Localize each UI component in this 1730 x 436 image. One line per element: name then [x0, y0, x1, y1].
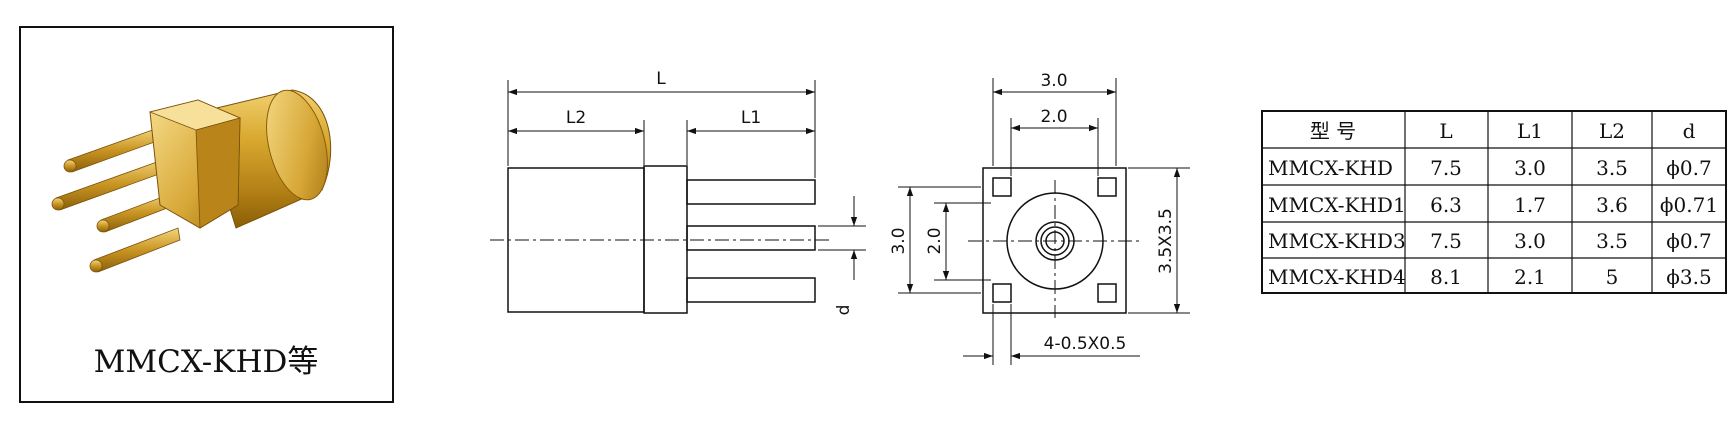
table-row: MMCX-KHD1 6.3 1.7 3.6 ϕ0.71: [1268, 193, 1718, 217]
header-L1: L1: [1517, 119, 1543, 143]
connector-photo-illustration: [51, 89, 332, 273]
cell-L: 7.5: [1430, 156, 1462, 180]
label-top-inner: 2.0: [1040, 107, 1067, 127]
table-row: MMCX-KHD4 8.1 2.1 5 ϕ3.5: [1268, 265, 1712, 289]
photo-caption: MMCX-KHD等: [94, 344, 319, 380]
side-view-drawing: [490, 80, 866, 314]
front-view-drawing: [898, 78, 1190, 365]
cell-model: MMCX-KHD4: [1268, 265, 1406, 289]
barrel-end-face: [266, 89, 328, 201]
cell-d: ϕ0.7: [1666, 156, 1711, 180]
spec-table: 型 号 L L1 L2 d MMCX-KHD 7.5 3.0 3.5 ϕ0.7 …: [1261, 110, 1727, 294]
pin-2-tip: [51, 197, 65, 211]
label-right: 3.5X3.5: [1156, 208, 1176, 274]
pad-top-right: [1097, 177, 1117, 197]
label-L2: L2: [566, 108, 586, 128]
pin-4-tip: [89, 259, 103, 273]
cell-L1: 1.7: [1514, 193, 1546, 217]
cell-d: ϕ0.71: [1660, 193, 1718, 217]
cell-L2: 3.5: [1596, 156, 1628, 180]
cell-model: MMCX-KHD3: [1268, 229, 1406, 253]
label-L: L: [656, 69, 666, 89]
header-d: d: [1683, 119, 1696, 143]
front-view-labels: 3.0 2.0 3.0 2.0 3.5X3.5 4-0.5X0.5: [889, 71, 1176, 354]
cell-L2: 3.6: [1596, 193, 1628, 217]
label-left-inner: 2.0: [925, 227, 945, 254]
pin-1-tip: [63, 159, 77, 173]
cell-L1: 3.0: [1514, 156, 1546, 180]
cell-L1: 2.1: [1514, 265, 1546, 289]
cell-model: MMCX-KHD: [1268, 156, 1393, 180]
table-row: MMCX-KHD 7.5 3.0 3.5 ϕ0.7: [1268, 156, 1712, 180]
cell-L: 6.3: [1430, 193, 1462, 217]
cell-L2: 5: [1606, 265, 1619, 289]
pad-bottom-right: [1097, 283, 1117, 303]
connector-pins: [51, 127, 181, 273]
header-L: L: [1439, 119, 1452, 143]
pin-mid-outline: [686, 225, 816, 251]
label-top-outer: 3.0: [1040, 71, 1067, 91]
pad-top-left: [992, 177, 1012, 197]
table-row: MMCX-KHD3 7.5 3.0 3.5 ϕ0.7: [1268, 229, 1712, 253]
cell-L: 7.5: [1430, 229, 1462, 253]
cell-L: 8.1: [1430, 265, 1462, 289]
cell-d: ϕ3.5: [1666, 265, 1711, 289]
spec-table-grid: [1261, 110, 1727, 294]
header-model: 型 号: [1310, 119, 1356, 143]
cell-model: MMCX-KHD1: [1268, 193, 1406, 217]
cell-d: ϕ0.7: [1666, 229, 1711, 253]
pad-bottom-left: [992, 283, 1012, 303]
label-left-outer: 3.0: [889, 227, 909, 254]
pin-top-outline: [686, 179, 816, 205]
pin-bottom-outline: [686, 277, 816, 303]
cell-L1: 3.0: [1514, 229, 1546, 253]
label-bottom: 4-0.5X0.5: [1044, 334, 1127, 354]
pin-3-tip: [96, 219, 110, 233]
table-border: [1261, 110, 1727, 294]
flange-side-face: [195, 117, 241, 229]
side-view-labels: L L2 L1 d: [566, 69, 854, 315]
label-L1: L1: [741, 108, 761, 128]
table-header-row: 型 号 L L1 L2 d: [1310, 119, 1696, 143]
product-photo-panel: MMCX-KHD等: [19, 26, 394, 403]
label-d: d: [834, 305, 854, 316]
cell-L2: 3.5: [1596, 229, 1628, 253]
header-L2: L2: [1599, 119, 1625, 143]
